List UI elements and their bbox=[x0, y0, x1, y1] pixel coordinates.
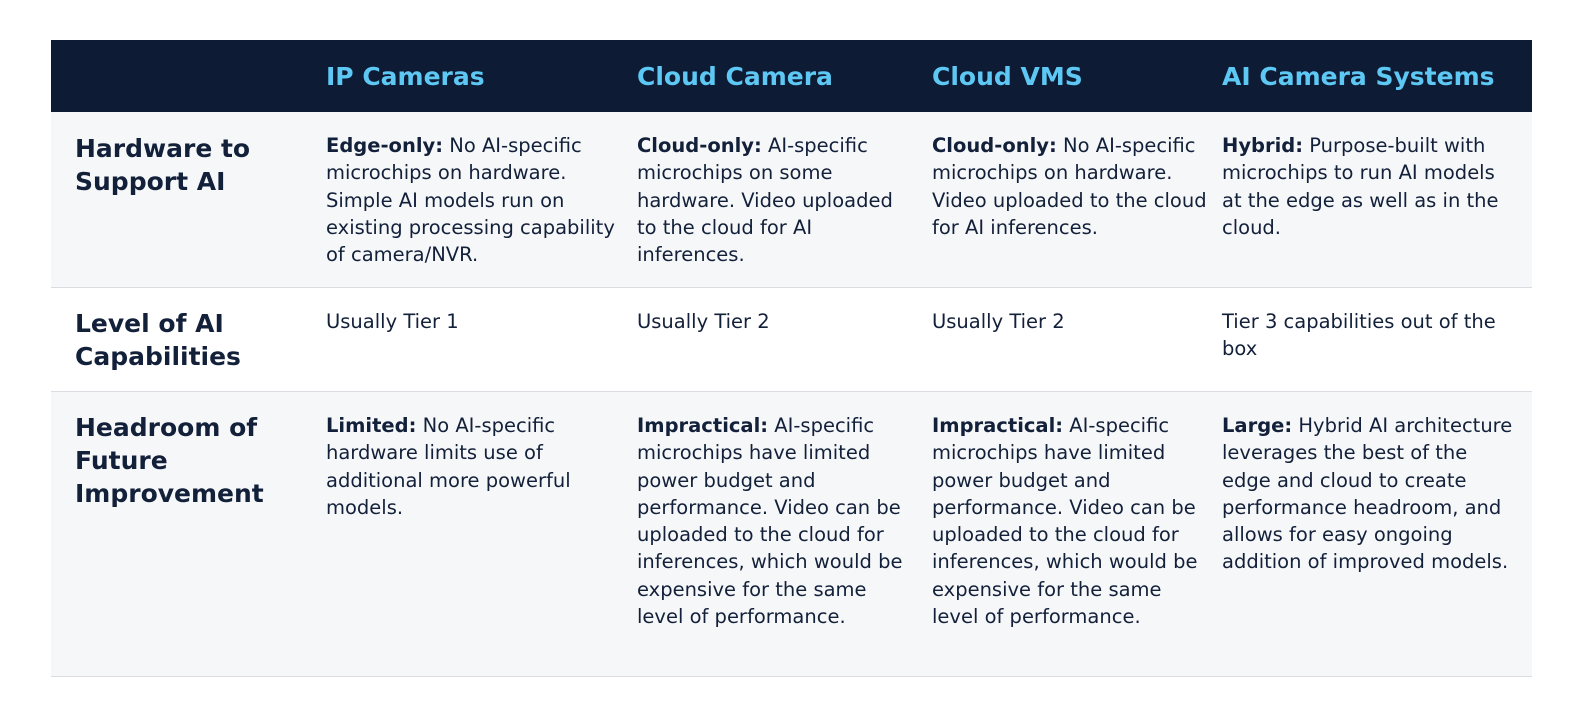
cell-lead: Limited: bbox=[326, 414, 417, 437]
table-cell: Cloud-only: No AI-specific microchips on… bbox=[932, 112, 1222, 287]
table-cell: Large: Hybrid AI architecture leverages … bbox=[1222, 392, 1532, 676]
cell-text: Purpose-built with microchips to run AI … bbox=[1222, 134, 1499, 239]
cell-text: Hybrid AI architecture leverages the bes… bbox=[1222, 414, 1513, 574]
table-cell: Hybrid: Purpose-built with microchips to… bbox=[1222, 112, 1532, 287]
table-cell: Cloud-only: AI-specific microchips on so… bbox=[637, 112, 932, 287]
cell-lead: Large: bbox=[1222, 414, 1293, 437]
comparison-table: IP Cameras Cloud Camera Cloud VMS AI Cam… bbox=[51, 40, 1532, 677]
cell-lead: Edge-only: bbox=[326, 134, 444, 157]
cell-text: AI-specific microchips have limited powe… bbox=[637, 414, 903, 629]
table-cell: Usually Tier 2 bbox=[637, 288, 932, 391]
cell-text: AI-specific microchips on some hardware.… bbox=[637, 134, 893, 267]
cell-text: AI-specific microchips have limited powe… bbox=[932, 414, 1198, 629]
column-header-cloud-vms: Cloud VMS bbox=[932, 61, 1083, 91]
row-header-hardware: Hardware to Support AI bbox=[75, 134, 251, 196]
row-header-headroom: Headroom of Future Improvement bbox=[75, 413, 264, 508]
column-header-ai-camera-systems: AI Camera Systems bbox=[1222, 61, 1495, 91]
table-cell: Usually Tier 1 bbox=[326, 288, 637, 391]
table-cell: Tier 3 capabilities out of the box bbox=[1222, 288, 1532, 391]
column-header-ip-cameras: IP Cameras bbox=[326, 61, 485, 91]
table-row-level: Level of AI Capabilities Usually Tier 1 … bbox=[51, 288, 1532, 392]
cell-text: Usually Tier 2 bbox=[932, 310, 1065, 333]
table-cell: Impractical: AI-specific microchips have… bbox=[637, 392, 932, 676]
table-cell: Limited: No AI-specific hardware limits … bbox=[326, 392, 637, 676]
row-header-level: Level of AI Capabilities bbox=[75, 309, 241, 371]
cell-lead: Cloud-only: bbox=[637, 134, 762, 157]
table-cell: Impractical: AI-specific microchips have… bbox=[932, 392, 1222, 676]
table-cell: Usually Tier 2 bbox=[932, 288, 1222, 391]
cell-text: No AI-specific microchips on hardware. V… bbox=[932, 134, 1207, 239]
cell-lead: Impractical: bbox=[932, 414, 1064, 437]
cell-lead: Impractical: bbox=[637, 414, 769, 437]
cell-text: No AI-specific hardware limits use of ad… bbox=[326, 414, 571, 519]
cell-text: Usually Tier 2 bbox=[637, 310, 770, 333]
table-header: IP Cameras Cloud Camera Cloud VMS AI Cam… bbox=[51, 40, 1532, 112]
cell-lead: Cloud-only: bbox=[932, 134, 1057, 157]
cell-lead: Hybrid: bbox=[1222, 134, 1304, 157]
cell-text: No AI-specific microchips on hardware. S… bbox=[326, 134, 615, 267]
table-cell: Edge-only: No AI-specific microchips on … bbox=[326, 112, 637, 287]
cell-text: Usually Tier 1 bbox=[326, 310, 459, 333]
cell-text: Tier 3 capabilities out of the box bbox=[1222, 310, 1496, 361]
column-header-cloud-camera: Cloud Camera bbox=[637, 61, 833, 91]
table-row-hardware: Hardware to Support AI Edge-only: No AI-… bbox=[51, 112, 1532, 288]
table-row-headroom: Headroom of Future Improvement Limited: … bbox=[51, 392, 1532, 677]
